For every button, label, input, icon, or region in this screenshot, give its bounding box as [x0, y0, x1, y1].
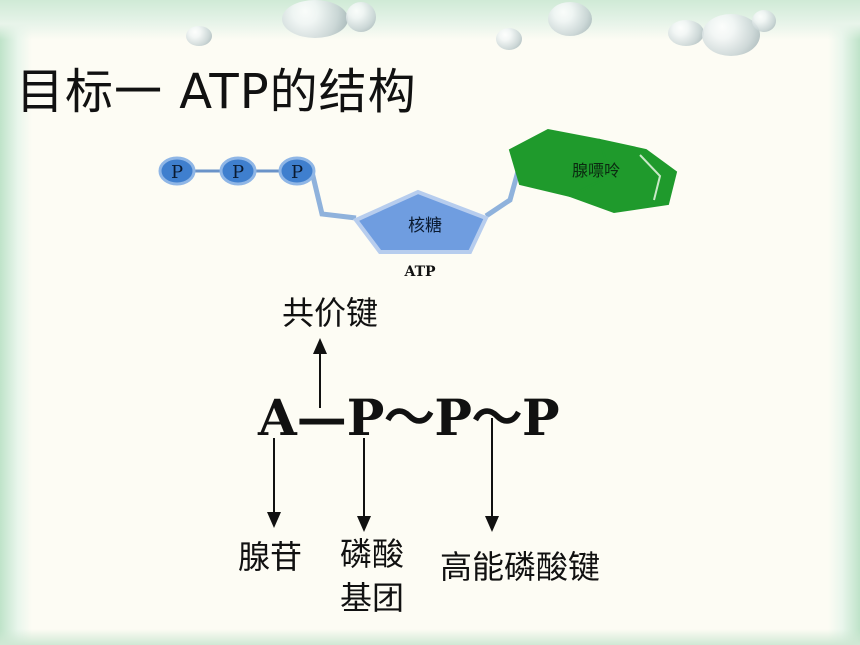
phosphate-label: P: [232, 162, 244, 183]
phosphate-group-arrow: [357, 438, 371, 532]
bottom-decoration-band: [0, 629, 860, 645]
phosphate-circle: P: [278, 156, 316, 186]
decorative-bubble: [496, 28, 522, 50]
atp-formula: A—P～P～P: [258, 388, 560, 447]
decorative-bubble: [186, 26, 212, 46]
phosphate-label: P: [291, 162, 303, 183]
adenine-label: 腺嘌呤: [572, 161, 620, 180]
slide-title: 目标一 ATP的结构: [16, 64, 417, 120]
covalent-bond-label: 共价键: [282, 294, 379, 332]
adenine-ring-five: [567, 138, 678, 214]
adenosine-label: 腺苷: [238, 538, 303, 576]
decorative-bubble: [346, 2, 376, 32]
high-energy-bond-label: 高能磷酸键: [440, 548, 601, 586]
decorative-bubble: [282, 0, 348, 38]
high-energy-bond-arrow: [485, 418, 499, 532]
ribose-adenine-linker: [484, 163, 523, 219]
phosphate-label: P: [171, 162, 183, 183]
ribose-label: 核糖: [408, 216, 442, 236]
decorative-bubble: [668, 20, 704, 46]
covalent-bond-arrow: [313, 338, 327, 408]
ribose-pentagon: [352, 189, 489, 254]
phosphate-circle: P: [158, 156, 196, 186]
phosphate-circle: P: [219, 156, 257, 186]
phosphate-group-label: 磷酸 基团: [340, 535, 405, 617]
decorative-bubble: [702, 14, 760, 56]
decorative-bubble: [752, 10, 776, 32]
phosphate-ribose-linker: [309, 171, 357, 221]
adenine-highlight: [639, 154, 662, 201]
atp-caption: ATP: [403, 264, 436, 280]
adenosine-arrow: [267, 438, 281, 528]
decorative-bubble: [548, 2, 592, 36]
